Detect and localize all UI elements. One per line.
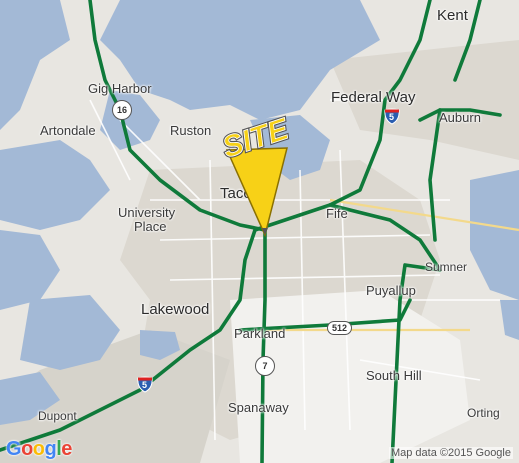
- city-label-university: University: [118, 205, 176, 220]
- city-label-dupont: Dupont: [38, 409, 77, 423]
- city-label-sumner: Sumner: [425, 260, 468, 274]
- google-logo[interactable]: Google: [6, 438, 72, 461]
- site-marker[interactable]: SITE SITE: [205, 100, 305, 245]
- city-label-ruston: Ruston: [170, 123, 212, 138]
- logo-letter: G: [6, 438, 22, 460]
- logo-letter: e: [61, 438, 72, 460]
- city-label-parkland: Parkland: [234, 326, 286, 341]
- city-label-federal-way: Federal Way: [331, 89, 416, 106]
- route-16-shield: 16: [112, 100, 132, 120]
- route-7-shield: 7: [255, 356, 275, 376]
- logo-letter: l: [56, 438, 62, 460]
- city-label-kent: Kent: [437, 7, 468, 24]
- interstate-5-north-shield-icon: [384, 108, 400, 125]
- logo-letter: o: [32, 438, 45, 460]
- city-label-place: Place: [134, 219, 167, 234]
- logo-letter: g: [44, 438, 57, 460]
- city-label-auburn: Auburn: [439, 110, 481, 125]
- city-label-south-hill: South Hill: [366, 368, 422, 383]
- city-label-artondale: Artondale: [40, 123, 96, 138]
- map-attribution[interactable]: Map data ©2015 Google: [388, 447, 513, 459]
- city-label-fife: Fife: [326, 206, 348, 221]
- city-label-lakewood: Lakewood: [141, 301, 210, 318]
- interstate-5-north-number: 5: [389, 112, 395, 122]
- city-label-gig-harbor: Gig Harbor: [88, 81, 152, 96]
- route-512-shield: 512: [327, 321, 353, 335]
- interstate-5-south-shield-icon: [137, 376, 153, 393]
- logo-letter: o: [21, 438, 33, 460]
- city-label-orting: Orting: [467, 406, 500, 420]
- city-label-puyallup: Puyallup: [366, 283, 416, 298]
- interstate-5-south-number: 5: [142, 380, 148, 390]
- city-label-spanaway: Spanaway: [228, 400, 289, 415]
